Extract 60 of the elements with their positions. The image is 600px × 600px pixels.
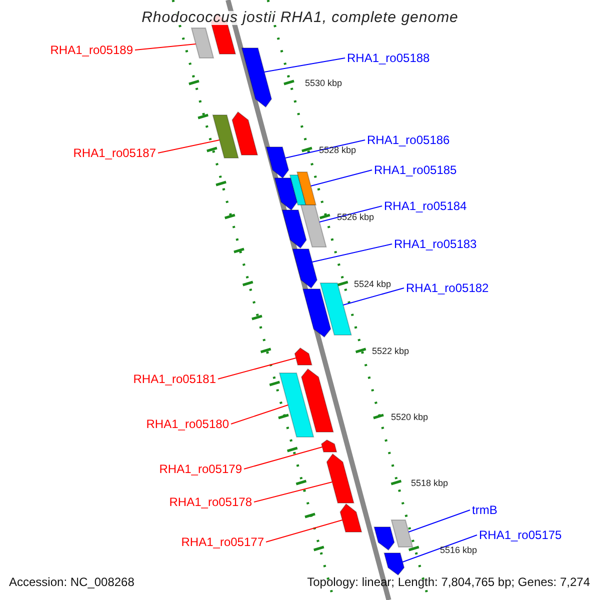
leader-line (230, 404, 288, 424)
gene-feature (340, 503, 362, 532)
leader-line (218, 358, 296, 380)
leader-line (402, 534, 478, 562)
leader-line (319, 206, 382, 222)
leader-line (158, 140, 220, 154)
gene-label: RHA1_ro05186 (367, 133, 450, 147)
scale-label: 5526 kbp (337, 211, 374, 224)
leader-line (284, 140, 366, 158)
scale-label: 5520 kbp (391, 411, 428, 424)
gene-label: RHA1_ro05179 (159, 462, 242, 476)
gene-feature (296, 172, 317, 206)
gene-label: RHA1_ro05183 (394, 237, 477, 251)
gene-label: trmB (472, 503, 498, 517)
scale-label: 5524 kbp (354, 278, 392, 291)
gene-feature (300, 204, 327, 248)
leader-line (310, 170, 372, 186)
gene-label: RHA1_ro05184 (384, 199, 467, 213)
leader-line (264, 58, 346, 72)
gene-feature (282, 210, 307, 249)
gene-label: RHA1_ro05180 (146, 417, 229, 431)
scale-label: 5528 kbp (319, 144, 356, 157)
genome-info-text: Topology: linear; Length: 7,804,765 bp; Genes: 7,274 (307, 575, 590, 589)
gene-label: RHA1_ro05185 (374, 163, 457, 177)
gene-feature (390, 520, 414, 548)
accession-text: Accession: NC_008268 (9, 575, 134, 589)
gene-feature (374, 526, 395, 551)
gene-feature (302, 288, 332, 338)
scale-label: 5522 kbp (372, 345, 410, 358)
scale-label: 5516 kbp (440, 544, 478, 557)
gene-label: RHA1_ro05182 (406, 281, 489, 295)
gene-feature (384, 552, 405, 576)
gene-label: RHA1_ro05189 (50, 43, 133, 57)
gene-feature (294, 347, 312, 366)
gene-feature (292, 248, 318, 289)
gene-label: RHA1_ro05181 (133, 372, 216, 386)
leader-line (134, 44, 196, 50)
gene-feature (241, 48, 272, 108)
gene-label: RHA1_ro05187 (73, 146, 156, 160)
gene-label: RHA1_ro05178 (169, 495, 252, 509)
leader-line (312, 244, 392, 262)
gene-feature (266, 146, 290, 179)
leader-line (266, 520, 343, 542)
gene-label: RHA1_ro05175 (479, 528, 562, 542)
gene-feature (274, 178, 298, 211)
gene-feature (212, 114, 239, 158)
leader-line (408, 510, 470, 532)
scale-label: 5518 kbp (411, 477, 448, 490)
gene-feature (190, 28, 214, 58)
scale-label: 5530 kbp (305, 77, 342, 90)
gene-feature (278, 372, 314, 438)
leader-line (244, 446, 323, 470)
gene-feature (320, 439, 338, 452)
leader-line (342, 288, 404, 306)
gene-feature (320, 282, 352, 336)
gene-feature (300, 368, 334, 432)
gene-label: RHA1_ro05177 (181, 535, 264, 549)
gene-label: RHA1_ro05188 (347, 51, 430, 65)
gene-feature (232, 111, 258, 156)
leader-line (254, 482, 333, 502)
